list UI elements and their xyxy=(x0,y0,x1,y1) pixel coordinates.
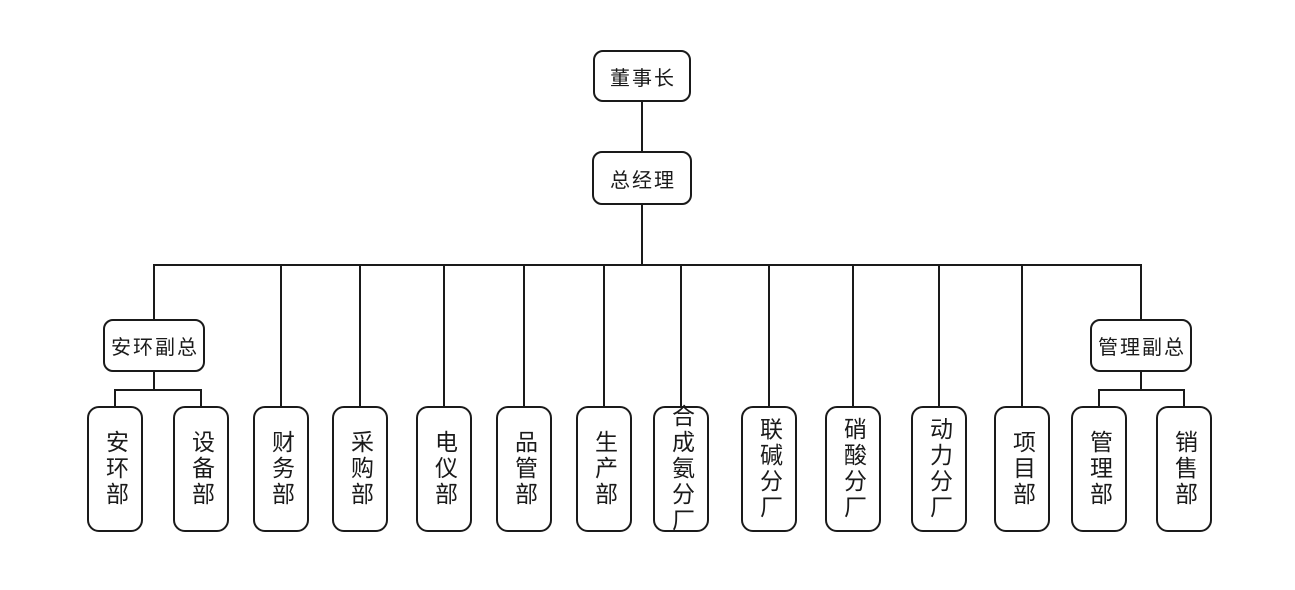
org-node-label: 项目部 xyxy=(1009,430,1036,508)
org-node-label: 安环部 xyxy=(102,430,129,508)
org-node-dept-management: 管理部 xyxy=(1071,406,1127,532)
org-node-label: 品管部 xyxy=(511,430,538,508)
org-node-label: 销售部 xyxy=(1171,430,1198,508)
org-node-label: 总经理 xyxy=(610,169,676,192)
org-node-label: 动力分厂 xyxy=(926,417,953,521)
org-node-dept-equipment: 设备部 xyxy=(173,406,229,532)
org-node-label: 采购部 xyxy=(347,430,374,508)
org-node-dept-finance: 财务部 xyxy=(253,406,309,532)
org-node-label: 董事长 xyxy=(610,67,676,90)
org-node-dept-sales: 销售部 xyxy=(1156,406,1212,532)
org-node-label: 生产部 xyxy=(591,430,618,508)
org-node-dept-project: 项目部 xyxy=(994,406,1050,532)
org-node-dept-production: 生产部 xyxy=(576,406,632,532)
org-node-dept-electrical-instrument: 电仪部 xyxy=(416,406,472,532)
org-node-label: 安环副总 xyxy=(111,337,199,359)
org-node-chairman: 董事长 xyxy=(593,50,691,102)
org-node-dept-purchasing: 采购部 xyxy=(332,406,388,532)
org-node-label: 设备部 xyxy=(188,430,215,508)
org-node-plant-nitric-acid: 硝酸分厂 xyxy=(825,406,881,532)
org-node-plant-soda: 联碱分厂 xyxy=(741,406,797,532)
org-node-label: 管理部 xyxy=(1086,430,1113,508)
org-node-safety-env-vp: 安环副总 xyxy=(103,319,205,372)
org-node-label: 财务部 xyxy=(268,430,295,508)
org-node-dept-quality: 品管部 xyxy=(496,406,552,532)
org-node-dept-safety-env: 安环部 xyxy=(87,406,143,532)
org-node-general-manager: 总经理 xyxy=(592,151,692,205)
org-node-management-vp: 管理副总 xyxy=(1090,319,1192,372)
org-node-label: 电仪部 xyxy=(431,430,458,508)
org-node-label: 联碱分厂 xyxy=(756,417,783,521)
org-node-label: 合成氨分厂 xyxy=(668,404,695,534)
org-node-label: 硝酸分厂 xyxy=(840,417,867,521)
org-node-label: 管理副总 xyxy=(1098,337,1186,359)
org-node-plant-synthetic-ammonia: 合成氨分厂 xyxy=(653,404,709,534)
org-node-plant-power: 动力分厂 xyxy=(911,406,967,532)
